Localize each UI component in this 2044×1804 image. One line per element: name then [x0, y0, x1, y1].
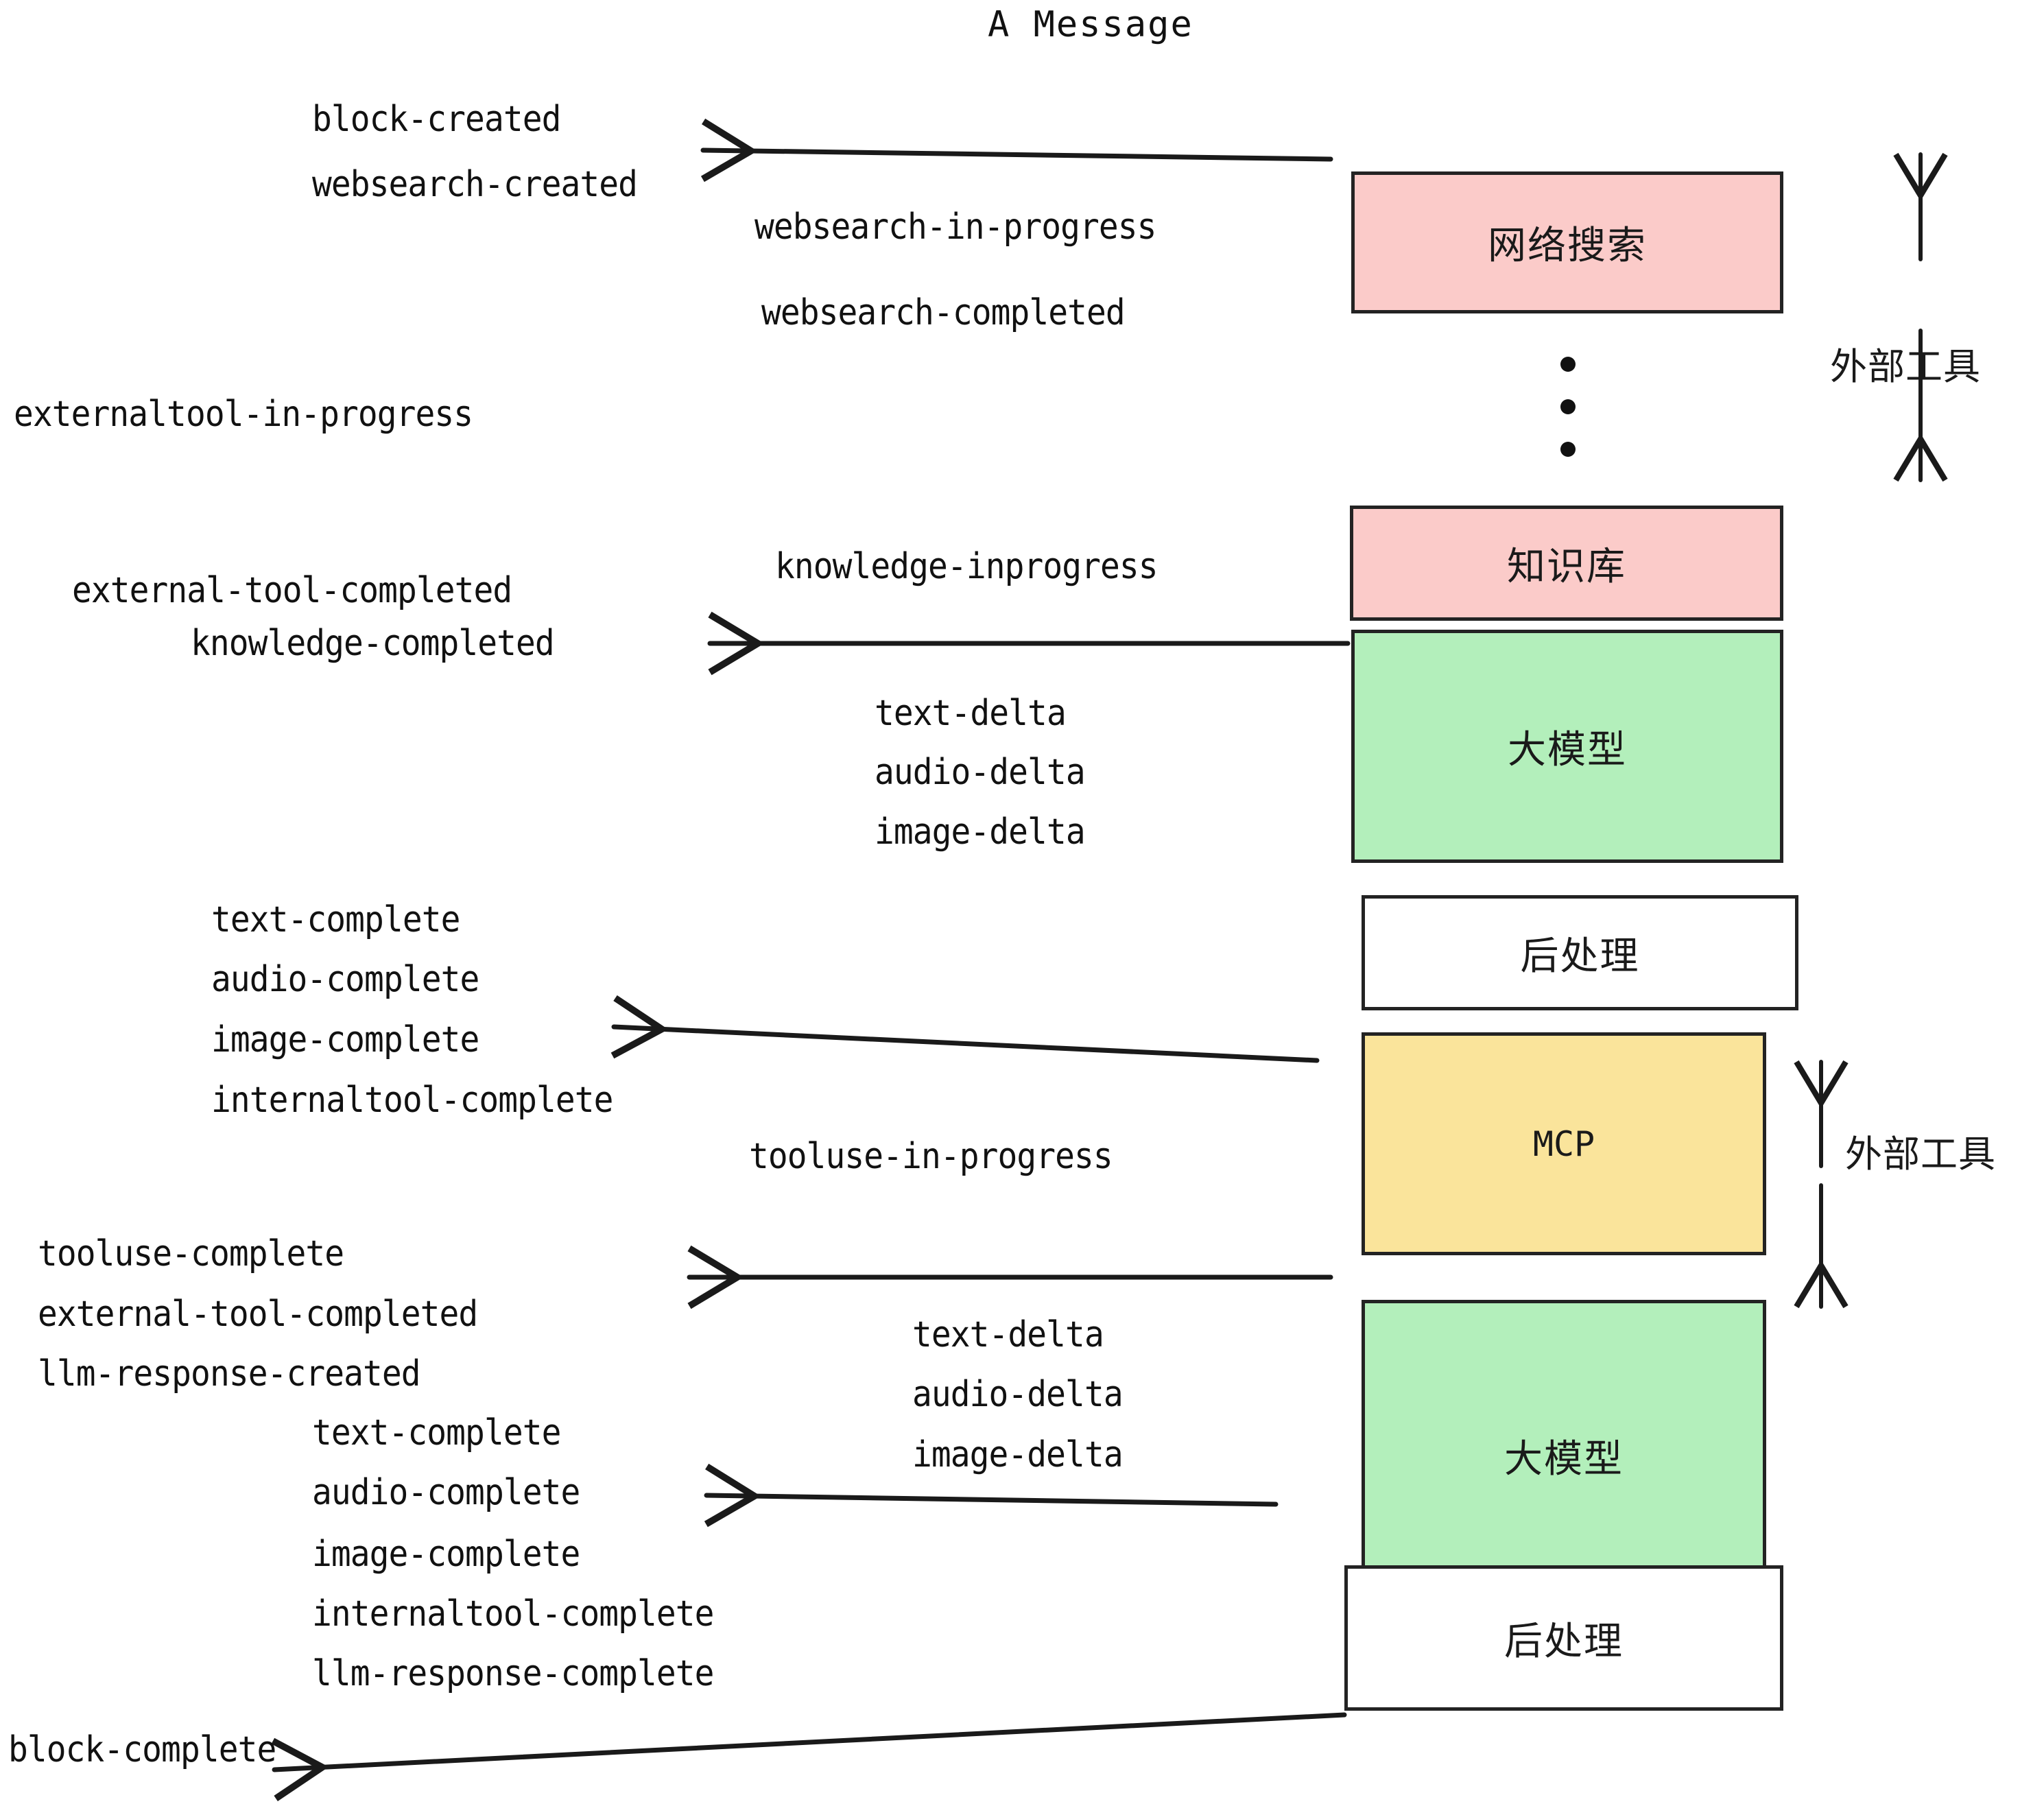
event-label-internaltool-complete-1: internaltool-complete — [211, 1080, 613, 1121]
event-label-text-complete-2: text-complete — [312, 1412, 561, 1453]
event-label-block-complete: block-complete — [8, 1729, 276, 1770]
event-label-block-created: block-created — [312, 99, 561, 140]
event-label-text-delta-1: text-delta — [875, 693, 1067, 734]
ellipsis-dot — [1560, 357, 1576, 372]
ellipsis-dot — [1560, 442, 1576, 457]
event-label-websearch-completed: websearch-completed — [761, 292, 1126, 333]
event-label-audio-delta-2: audio-delta — [912, 1374, 1124, 1415]
event-label-llm-response-created: llm-response-created — [38, 1353, 421, 1394]
event-label-image-complete-1: image-complete — [211, 1019, 479, 1060]
ellipsis-dot — [1560, 399, 1576, 414]
node-postprocess-2[interactable]: 后处理 — [1344, 1565, 1783, 1711]
side-label-external-tool-top: 外部工具 — [1830, 345, 1981, 388]
event-label-image-complete-2: image-complete — [312, 1534, 580, 1575]
event-label-audio-complete-1: audio-complete — [211, 959, 479, 1000]
arrow-block-complete — [274, 1712, 1347, 1770]
event-label-audio-delta-1: audio-delta — [875, 752, 1086, 793]
event-label-websearch-created: websearch-created — [312, 164, 638, 205]
node-websearch[interactable]: 网络搜索 — [1351, 171, 1783, 313]
event-label-websearch-in-progress: websearch-in-progress — [754, 206, 1156, 248]
event-label-image-delta-2: image-delta — [912, 1434, 1124, 1475]
event-label-tooluse-in-progress: tooluse-in-progress — [749, 1136, 1113, 1177]
event-label-text-delta-2: text-delta — [912, 1314, 1104, 1355]
event-label-internaltool-complete-2: internaltool-complete — [312, 1593, 714, 1635]
event-label-external-tool-completed-2: external-tool-completed — [38, 1294, 478, 1335]
event-label-audio-complete-2: audio-complete — [312, 1472, 580, 1513]
event-label-tooluse-complete: tooluse-complete — [38, 1233, 344, 1274]
node-knowledge[interactable]: 知识库 — [1350, 506, 1783, 621]
event-label-image-delta-1: image-delta — [875, 811, 1086, 853]
event-label-text-complete-1: text-complete — [211, 899, 460, 940]
event-label-knowledge-inprogress: knowledge-inprogress — [775, 546, 1158, 587]
arrow-block-created — [700, 150, 1333, 159]
event-label-external-tool-completed-1: external-tool-completed — [72, 570, 512, 611]
node-mcp[interactable]: MCP — [1362, 1032, 1766, 1255]
event-label-llm-response-complete: llm-response-complete — [312, 1653, 714, 1694]
page-title: A Message — [988, 4, 1193, 45]
side-label-external-tool-bottom: 外部工具 — [1845, 1132, 1996, 1176]
node-llm-1[interactable]: 大模型 — [1351, 630, 1783, 863]
node-postprocess-1[interactable]: 后处理 — [1362, 895, 1798, 1010]
event-label-externaltool-in-progress: externaltool-in-progress — [14, 394, 473, 435]
arrow-image-complete — [614, 1027, 1320, 1063]
arrow-audio-complete — [704, 1495, 1279, 1504]
event-label-knowledge-completed: knowledge-completed — [191, 623, 555, 664]
